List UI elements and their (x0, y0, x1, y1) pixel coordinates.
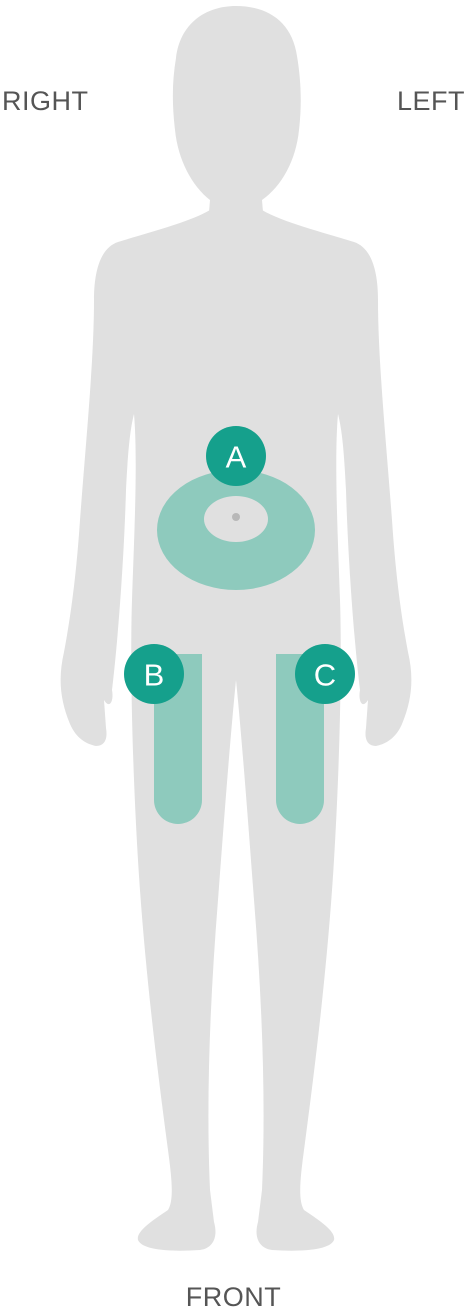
site-a-letter: A (226, 440, 247, 475)
site-b-letter: B (144, 658, 165, 693)
head-shape (173, 6, 301, 224)
torso-and-limbs-shape (61, 210, 412, 1251)
site-c-letter: C (314, 658, 336, 693)
zone-c-left-thigh[interactable]: C (276, 644, 355, 824)
navel-dot (232, 513, 240, 521)
body-silhouette (61, 6, 412, 1251)
